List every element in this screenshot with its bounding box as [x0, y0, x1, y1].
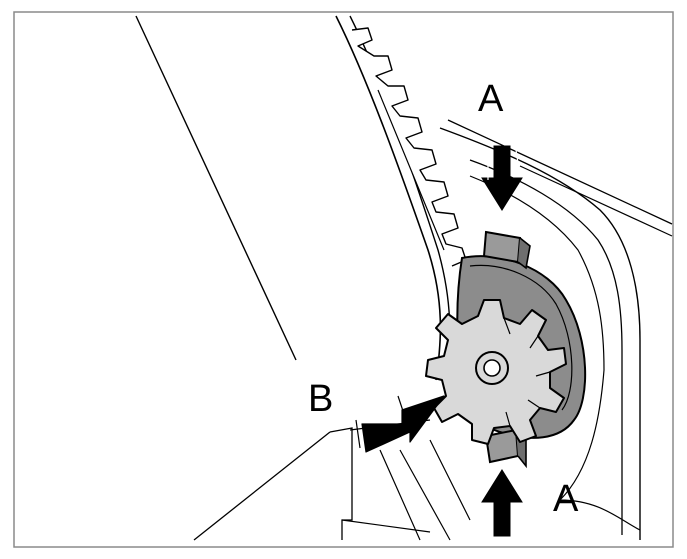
- housing-bottom-lip: [558, 369, 641, 531]
- rack-base-line: [377, 89, 445, 251]
- arrow-right-icon: [355, 395, 445, 453]
- gear-wheel: [425, 299, 567, 445]
- toothed-rack: [351, 27, 467, 267]
- carrier-tab-top: [482, 230, 522, 264]
- housing-edge-line: [135, 15, 297, 361]
- housing-outer-curve: [439, 127, 641, 540]
- callout-label-a-bottom: A: [553, 478, 579, 520]
- gear-hub-hole: [483, 359, 501, 377]
- lower-diagonal-line: [193, 431, 331, 541]
- border-frame: [13, 11, 674, 548]
- housing-top-line-2: [519, 165, 673, 237]
- carrier-plate-ring: [469, 264, 573, 411]
- arrow-up-icon: [481, 469, 523, 537]
- callout-label-b: B: [308, 378, 334, 420]
- callout-label-a-top: A: [478, 78, 504, 120]
- housing-inner-curve: [469, 175, 605, 371]
- carrier-tab-top-side: [517, 237, 531, 270]
- gear-tooth-shading: [503, 317, 551, 427]
- lower-stand-lines: [349, 419, 471, 541]
- lower-bracket: [329, 427, 353, 540]
- housing-top-line: [447, 119, 673, 225]
- arrow-down-icon: [481, 145, 523, 211]
- panel-edge: [335, 15, 442, 381]
- lower-short-line: [341, 519, 431, 533]
